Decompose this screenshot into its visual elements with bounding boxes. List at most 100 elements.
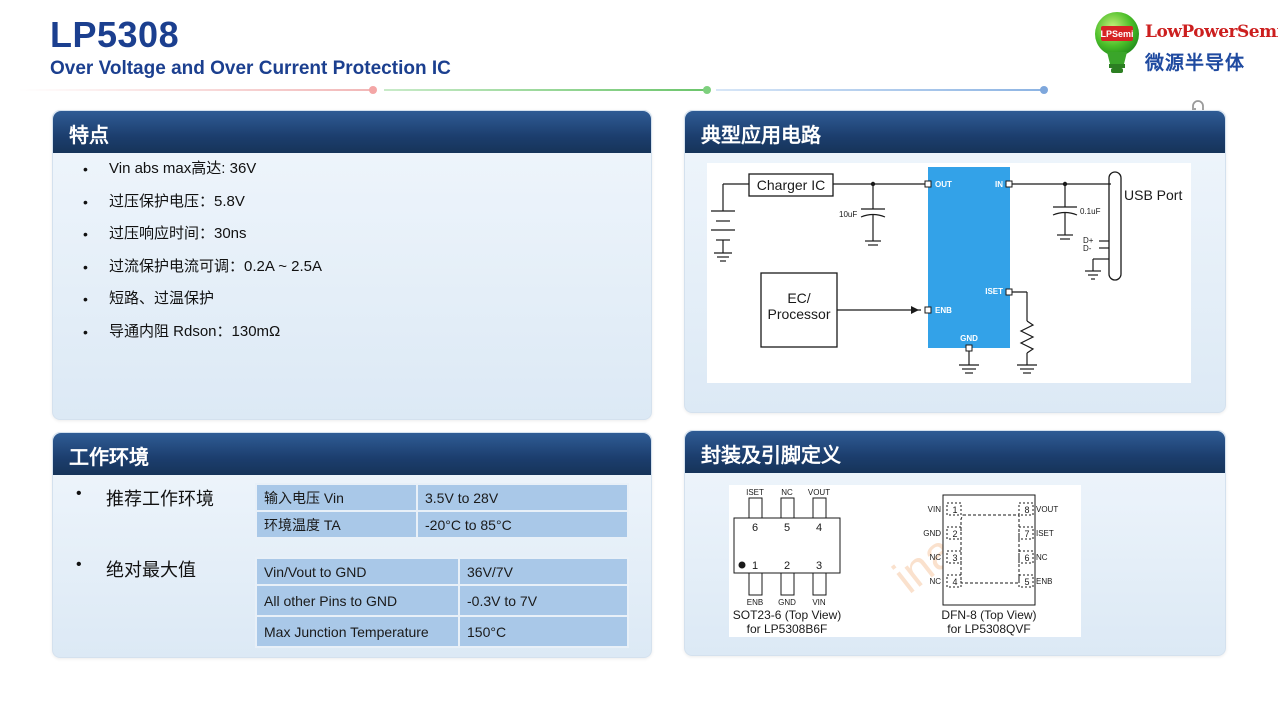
divider-dot (369, 86, 377, 94)
logo-name-en: LowPowerSemi (1145, 22, 1278, 42)
sot-pin-number: 5 (784, 522, 790, 534)
processor-label: Processor (767, 306, 830, 322)
dfn-pin-number: 4 (952, 577, 957, 587)
page-subtitle: Over Voltage and Over Current Protection… (50, 58, 451, 79)
logo-badge-text: LPSemi (1100, 29, 1133, 39)
table-row: 输入电压 Vin 3.5V to 28V (255, 483, 629, 512)
table-cell: Max Junction Temperature (255, 615, 460, 648)
pin1-marker-icon (738, 561, 746, 569)
list-item: 过压响应时间：30ns (83, 224, 322, 257)
application-circuit-diagram: OUT IN ISET ENB GND Charger IC EC/ Proce… (707, 163, 1191, 383)
dfn-pin-label: VIN (928, 505, 942, 514)
table-cell: -20°C to 85°C (416, 510, 629, 539)
table-cell: 3.5V to 28V (416, 483, 629, 512)
sot-pin-label: VOUT (808, 488, 830, 497)
divider-dot (703, 86, 711, 94)
lightbulb-logo-icon: LPSemi (1095, 12, 1139, 73)
company-logo: LPSemi LowPowerSemi 微源半导体 (1093, 8, 1278, 80)
circuit-panel: 典型应用电路 (684, 110, 1226, 413)
sot-pin-label: ENB (747, 598, 763, 607)
list-item: 过流保护电流可调：0.2A ~ 2.5A (83, 257, 322, 290)
panel-header: 封装及引脚定义 (685, 431, 1225, 473)
circuit-heading: 典型应用电路 (701, 125, 821, 147)
recommended-table: 输入电压 Vin 3.5V to 28V 环境温度 TA -20°C to 85… (255, 483, 629, 539)
table-cell: All other Pins to GND (255, 584, 460, 617)
sot-pin-label: NC (781, 488, 793, 497)
dfn-caption: DFN-8 (Top View) (941, 608, 1036, 622)
sot-pin-label: ISET (746, 488, 764, 497)
panel-header: 工作环境 (53, 433, 651, 475)
dfn-pin-number: 3 (952, 553, 957, 563)
dfn-pin-label: GND (923, 529, 941, 538)
pinout-diagram: inar ISET NC VOUT ENB GND VIN 6 5 4 1 2 … (729, 485, 1081, 637)
dfn-pin-number: 6 (1024, 553, 1029, 563)
sot-pin-label: VIN (812, 598, 826, 607)
package-heading: 封装及引脚定义 (701, 445, 841, 467)
list-item: 导通内阻 Rdson：130mΩ (83, 322, 322, 355)
environment-panel: 工作环境 推荐工作环境 输入电压 Vin 3.5V to 28V 环境温度 TA… (52, 432, 652, 658)
pin-enb-label: ENB (935, 306, 952, 315)
sot-pin-label: GND (778, 598, 796, 607)
pin-in-label: IN (995, 180, 1003, 189)
table-cell: 150°C (458, 615, 629, 648)
dfn-pin-label: NC (929, 577, 941, 586)
divider-line (384, 89, 704, 91)
sot-pin-number: 3 (816, 560, 822, 572)
divider-dot (1040, 86, 1048, 94)
features-panel: 特点 Vin abs max高达: 36V 过压保护电压：5.8V 过压响应时间… (52, 110, 652, 420)
absolute-max-table: Vin/Vout to GND 36V/7V All other Pins to… (255, 557, 629, 648)
list-item: 短路、过温保护 (83, 289, 322, 322)
dfn-pin-number: 1 (952, 505, 957, 515)
dfn-pin-label: ENB (1036, 577, 1052, 586)
cap-10uf-label: 10uF (839, 210, 857, 219)
enable-arrow-icon (911, 306, 919, 314)
dminus-label: D- (1083, 244, 1092, 253)
features-list: Vin abs max高达: 36V 过压保护电压：5.8V 过压响应时间：30… (83, 159, 322, 354)
usb-port-label: USB Port (1124, 187, 1182, 203)
sot-caption: for LP5308B6F (747, 622, 828, 636)
table-row: Max Junction Temperature 150°C (255, 615, 629, 648)
ec-label: EC/ (787, 290, 810, 306)
package-panel: 封装及引脚定义 inar ISET NC VOUT ENB GND VIN 6 … (684, 430, 1226, 656)
dfn-pin-number: 5 (1024, 577, 1029, 587)
table-cell: -0.3V to 7V (458, 584, 629, 617)
dfn-pin-number: 2 (952, 529, 957, 539)
panel-header: 特点 (53, 111, 651, 153)
dfn-pin-number: 8 (1024, 505, 1029, 515)
table-cell: 输入电压 Vin (255, 483, 418, 512)
sot-pin-number: 4 (816, 522, 822, 534)
table-cell: Vin/Vout to GND (255, 557, 460, 586)
pin-gnd-label: GND (960, 334, 978, 343)
absolute-max-label: 绝对最大值 (76, 556, 196, 582)
dfn-pin-number: 7 (1024, 529, 1029, 539)
sot-pin-number: 1 (752, 560, 758, 572)
pin-iset-label: ISET (985, 287, 1003, 296)
dfn-pin-label: ISET (1036, 529, 1054, 538)
charger-ic-label: Charger IC (757, 177, 825, 193)
logo-name-cn: 微源半导体 (1145, 53, 1246, 74)
sot-caption: SOT23-6 (Top View) (733, 608, 842, 622)
list-item: Vin abs max高达: 36V (83, 159, 322, 192)
divider-line (716, 89, 1042, 91)
table-cell: 环境温度 TA (255, 510, 418, 539)
page-title: LP5308 (50, 14, 180, 55)
features-heading: 特点 (69, 125, 109, 147)
dfn-pin-label: VOUT (1036, 505, 1058, 514)
recommended-label: 推荐工作环境 (76, 485, 214, 511)
table-row: All other Pins to GND -0.3V to 7V (255, 584, 629, 617)
environment-heading: 工作环境 (69, 447, 149, 469)
dfn-caption: for LP5308QVF (947, 622, 1030, 636)
divider-line (18, 89, 370, 91)
cap-01uf-label: 0.1uF (1080, 207, 1101, 216)
dplus-label: D+ (1083, 236, 1094, 245)
list-item: 过压保护电压：5.8V (83, 192, 322, 225)
pin-out-label: OUT (935, 180, 952, 189)
sot-pin-number: 6 (752, 522, 758, 534)
table-cell: 36V/7V (458, 557, 629, 586)
table-row: 环境温度 TA -20°C to 85°C (255, 510, 629, 539)
sot-pin-number: 2 (784, 560, 790, 572)
dfn-pin-label: NC (929, 553, 941, 562)
table-row: Vin/Vout to GND 36V/7V (255, 557, 629, 586)
panel-header: 典型应用电路 (685, 111, 1225, 153)
dfn-pin-label: NC (1036, 553, 1048, 562)
